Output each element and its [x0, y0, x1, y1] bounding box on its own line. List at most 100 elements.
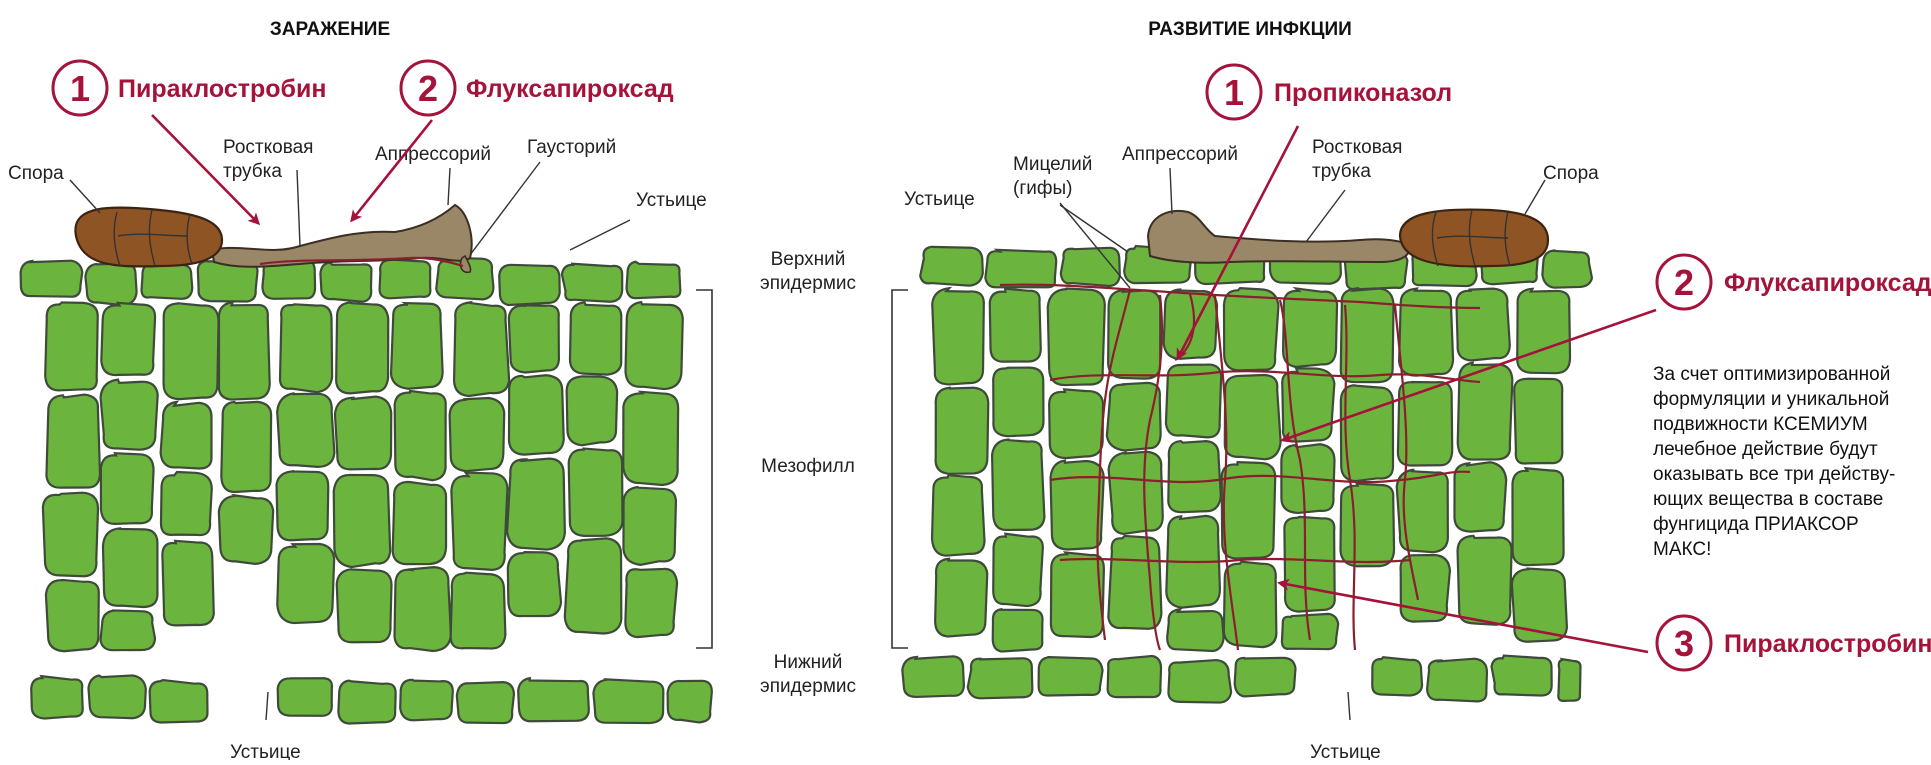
- description-line: МАКС!: [1653, 539, 1711, 560]
- lower-epidermis-cell: [278, 678, 332, 716]
- right-fungicide-3: 3 Пираклостробин: [1657, 616, 1931, 670]
- right-stomata-top-label: Устьице: [904, 189, 975, 210]
- mesophyll-label: Мезофилл: [761, 456, 855, 477]
- lower-epidermis-cell: [1427, 659, 1487, 702]
- lower-epidermis-cell: [968, 658, 1033, 698]
- mesophyll-cell: [454, 302, 509, 396]
- mesophyll-cell: [1168, 441, 1221, 512]
- mesophyll-cell: [569, 448, 623, 535]
- right-fungicide-1-name: Пропиконазол: [1274, 79, 1452, 107]
- mesophyll-cell: [164, 303, 219, 399]
- upper-epidermis-cell: [380, 259, 431, 298]
- left-appressorium-pointer: [448, 168, 450, 205]
- lower-epidermis-cell: [88, 675, 145, 718]
- lower-epidermis-cell: [150, 680, 208, 722]
- mesophyll-cell: [565, 538, 622, 633]
- description-line: формуляции и уникальной: [1653, 389, 1889, 410]
- mesophyll-cell: [1282, 614, 1338, 649]
- right-fungicide-3-number: 3: [1674, 623, 1694, 664]
- mesophyll-cell: [46, 580, 99, 651]
- mesophyll-cell: [276, 471, 328, 540]
- right-germ-tube-label-2: трубка: [1312, 161, 1371, 182]
- mesophyll-cell: [219, 495, 273, 564]
- lower-epidermis-cell: [902, 656, 964, 697]
- mesophyll-cell: [391, 303, 443, 389]
- right-stomata-bottom-label: Устьице: [1310, 742, 1381, 760]
- mesophyll-cell: [1399, 289, 1453, 376]
- right-leaf-tissue: [902, 246, 1592, 702]
- lower-epidermis-cell: [668, 681, 712, 723]
- right-fungicide-1-number: 1: [1224, 72, 1244, 113]
- right-spore-pointer: [1525, 180, 1545, 214]
- mesophyll-cell: [508, 552, 561, 616]
- left-fungicide-1-number: 1: [70, 68, 90, 109]
- mesophyll-cell: [100, 610, 155, 650]
- mesophyll-cell: [219, 302, 270, 399]
- mesophyll-cell: [993, 534, 1043, 606]
- upper-epidermis-cell: [985, 250, 1056, 287]
- description-line: фунгицида ПРИАКСОР: [1653, 514, 1859, 535]
- left-title: ЗАРАЖЕНИЕ: [270, 19, 390, 40]
- mesophyll-cell: [101, 453, 154, 524]
- right-title: РАЗВИТИЕ ИНФКЦИИ: [1148, 19, 1352, 40]
- mesophyll-cell: [1512, 468, 1563, 565]
- upper-epidermis-cell: [1542, 251, 1592, 288]
- left-tube-pointer: [297, 170, 300, 246]
- mesophyll-cell: [1049, 389, 1103, 458]
- mesophyll-cell: [623, 392, 678, 485]
- right-mycelium-label-2: (гифы): [1013, 178, 1073, 199]
- mesophyll-cell: [103, 528, 158, 607]
- mesophyll-cell: [45, 302, 98, 390]
- right-germ-tube: [1148, 211, 1410, 263]
- mesophyll-cell: [277, 544, 334, 623]
- left-haustorium-label: Гаусторий: [527, 137, 616, 158]
- right-appressorium-label: Аппрессорий: [1122, 144, 1238, 165]
- left-leaf-tissue: [21, 258, 712, 724]
- right-spore: [1400, 210, 1548, 267]
- mesophyll-cell: [162, 541, 213, 626]
- mesophyll-cell: [993, 368, 1043, 437]
- right-panel: РАЗВИТИЕ ИНФКЦИИ Устьице Мицелий (гифы) …: [892, 19, 1931, 760]
- mesophyll-cell: [221, 402, 271, 492]
- mesophyll-cell: [1051, 461, 1104, 550]
- mesophyll-cell: [1051, 553, 1104, 637]
- mesophyll-cell: [450, 398, 505, 471]
- mesophyll-cell: [1109, 452, 1163, 534]
- right-tube-pointer: [1306, 190, 1345, 242]
- mesophyll-cell: [509, 375, 564, 454]
- left-panel: ЗАРАЖЕНИЕ Спора Ростковая трубка Аппресс…: [8, 19, 712, 760]
- lower-epidermis-cell: [1492, 656, 1552, 696]
- left-fungicide-2-number: 2: [418, 68, 438, 109]
- mesophyll-cell: [43, 493, 98, 577]
- mesophyll-cell: [1517, 289, 1570, 373]
- upper-epidermis-label-2: эпидермис: [760, 273, 856, 294]
- mesophyll-cell: [509, 305, 559, 372]
- mesophyll-cell: [337, 569, 392, 642]
- mesophyll-cell: [1284, 517, 1334, 612]
- description-paragraph: За счет оптимизированной формуляции и ун…: [1653, 364, 1895, 560]
- lower-epidermis-label-2: эпидермис: [760, 676, 856, 697]
- left-germ-tube-label-1: Ростковая: [223, 137, 313, 158]
- description-line: лечебное действие будут: [1653, 439, 1878, 460]
- right-fungicide-3-name: Пираклостробин: [1724, 630, 1931, 658]
- mesophyll-cell: [1401, 555, 1450, 622]
- left-spore-pointer: [70, 180, 100, 213]
- description-line: ющих вещества в составе: [1653, 489, 1883, 510]
- description-line: подвижности КСЕМИУМ: [1653, 414, 1868, 435]
- mesophyll-cell: [1107, 383, 1161, 451]
- left-germ-tube-label-2: трубка: [223, 161, 282, 182]
- mesophyll-cell: [1340, 484, 1394, 567]
- right-appressorium-pointer: [1170, 168, 1172, 214]
- lower-epidermis-label-1: Нижний: [774, 652, 843, 673]
- left-fungicide-2: 2 Флуксапироксад: [401, 61, 674, 115]
- upper-epidermis-cell: [562, 264, 622, 302]
- lower-epidermis-cell: [1235, 658, 1296, 697]
- left-spore: [75, 208, 222, 267]
- mesophyll-cell: [280, 304, 332, 392]
- mesophyll-cell: [334, 475, 390, 567]
- mesophyll-cell: [161, 402, 212, 469]
- left-spore-label: Спора: [8, 163, 64, 184]
- upper-epidermis-cell: [1061, 248, 1120, 286]
- mesophyll-cell: [393, 482, 446, 564]
